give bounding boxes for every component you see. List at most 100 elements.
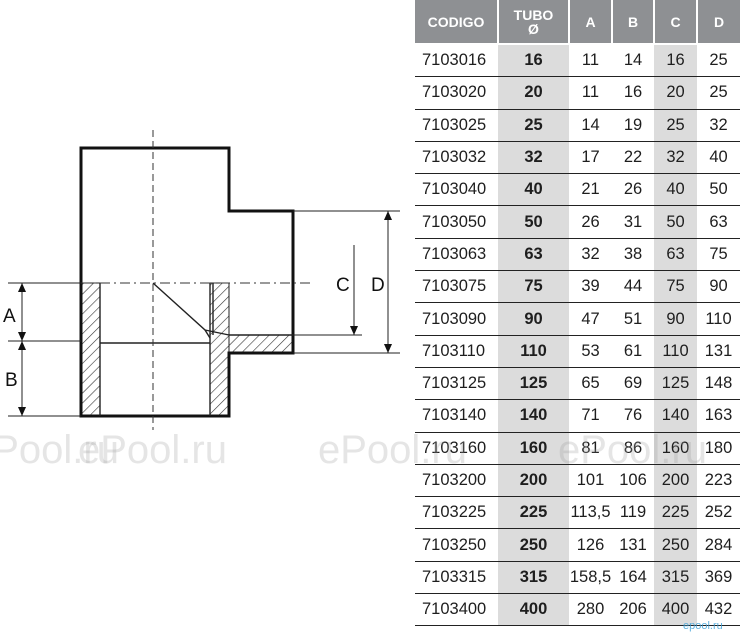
label-d: D (371, 275, 385, 296)
cell-a: 26 (569, 205, 612, 239)
cell-c: 90 (654, 302, 697, 336)
cell-d: 32 (697, 109, 740, 142)
cell-d: 432 (697, 593, 740, 627)
cell-c: 225 (654, 496, 697, 530)
watermark-small: epool.ru (683, 620, 723, 632)
header-a: A (569, 0, 613, 45)
header-codigo: CODIGO (415, 0, 499, 45)
cell-d: 180 (697, 432, 740, 465)
cell-tubo: 200 (498, 464, 569, 498)
header-d: D (697, 0, 740, 45)
header-tubo: TUBO Ø (498, 0, 570, 45)
cell-d: 131 (697, 335, 740, 368)
cell-c: 20 (654, 76, 697, 110)
cell-a: 126 (569, 528, 612, 562)
cell-codigo: 7103063 (415, 238, 498, 272)
hatched-walls (80, 282, 294, 417)
cell-tubo: 32 (498, 141, 569, 175)
cell-b: 69 (612, 367, 654, 401)
cell-codigo: 7103020 (415, 76, 498, 110)
cell-b: 86 (612, 432, 654, 465)
cell-codigo: 7103160 (415, 432, 498, 465)
cell-b: 119 (612, 496, 654, 530)
cell-tubo: 25 (498, 109, 569, 142)
cell-c: 140 (654, 399, 697, 433)
cell-codigo: 7103250 (415, 528, 498, 562)
cell-codigo: 7103225 (415, 496, 498, 530)
watermark-2: ePool.ru (318, 428, 467, 472)
dimension-arrows (18, 211, 392, 416)
header-c: C (654, 0, 698, 45)
cell-c: 25 (654, 109, 697, 142)
cell-d: 90 (697, 270, 740, 304)
cell-c: 400 (654, 593, 697, 627)
cell-d: 75 (697, 238, 740, 272)
cell-b: 26 (612, 173, 654, 207)
cell-a: 14 (569, 109, 612, 142)
cell-c: 250 (654, 528, 697, 562)
cell-a: 81 (569, 432, 612, 465)
label-c: C (336, 275, 350, 296)
cell-tubo: 16 (498, 44, 569, 78)
cell-d: 63 (697, 205, 740, 239)
cell-b: 206 (612, 593, 654, 627)
cell-tubo: 75 (498, 270, 569, 304)
cell-c: 32 (654, 141, 697, 175)
cell-d: 25 (697, 44, 740, 78)
label-b: B (5, 370, 18, 391)
cell-codigo: 7103040 (415, 173, 498, 207)
cell-tubo: 63 (498, 238, 569, 272)
cell-d: 223 (697, 464, 740, 498)
center-lines (60, 130, 310, 430)
cell-codigo: 7103050 (415, 205, 498, 239)
cell-b: 16 (612, 76, 654, 110)
cell-b: 31 (612, 205, 654, 239)
cell-tubo: 125 (498, 367, 569, 401)
cell-b: 44 (612, 270, 654, 304)
cell-codigo: 7103125 (415, 367, 498, 401)
cell-d: 148 (697, 367, 740, 401)
cell-c: 200 (654, 464, 697, 498)
cell-d: 163 (697, 399, 740, 433)
cell-a: 280 (569, 593, 612, 627)
tee-fitting-drawing: A B C D (3, 130, 400, 430)
cell-codigo: 7103110 (415, 335, 498, 368)
cell-d: 252 (697, 496, 740, 530)
cell-d: 110 (697, 302, 740, 336)
header-b: B (612, 0, 655, 45)
cell-b: 22 (612, 141, 654, 175)
cell-a: 113,5 (569, 496, 612, 530)
cell-c: 125 (654, 367, 697, 401)
table-header-row: CODIGO TUBO Ø A B C D (415, 0, 740, 45)
cell-b: 38 (612, 238, 654, 272)
cell-b: 106 (612, 464, 654, 498)
cell-a: 158,5 (569, 561, 612, 595)
cell-a: 39 (569, 270, 612, 304)
cell-tubo: 20 (498, 76, 569, 110)
cell-tubo: 315 (498, 561, 569, 595)
cell-d: 25 (697, 76, 740, 110)
cell-d: 369 (697, 561, 740, 595)
cell-c: 40 (654, 173, 697, 207)
cell-a: 21 (569, 173, 612, 207)
dimension-lines (8, 210, 400, 417)
cell-a: 65 (569, 367, 612, 401)
cell-tubo: 50 (498, 205, 569, 239)
cell-a: 32 (569, 238, 612, 272)
